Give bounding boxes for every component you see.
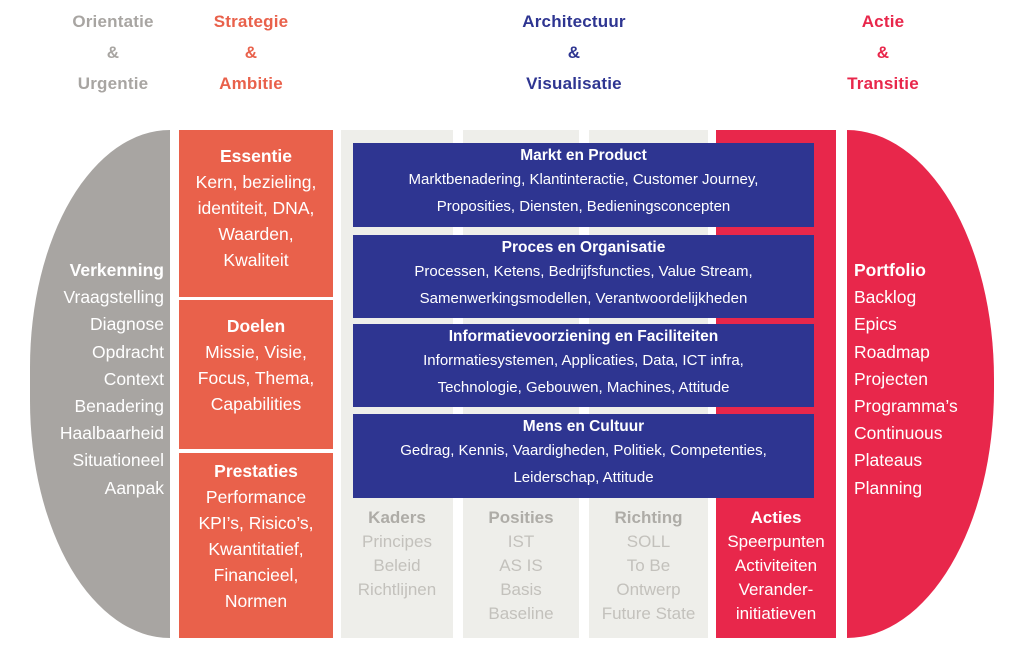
verkenning-item: Benadering	[74, 396, 164, 417]
acties-item: Activiteiten	[734, 556, 818, 575]
prestaties-line: Financieel,	[213, 565, 299, 585]
portfolio-item: Continuous	[854, 423, 943, 444]
band-line: Processen, Ketens, Bedrijfsfuncties, Val…	[414, 263, 753, 280]
verkenning-item: Context	[103, 368, 164, 389]
portfolio-item: Programma’s	[854, 396, 958, 417]
band-markt-en-product: Markt en Product Marktbenadering, Klanti…	[353, 143, 814, 227]
doelen-box	[179, 300, 333, 449]
band-title: Markt en Product	[520, 147, 647, 164]
band-line: Gedrag, Kennis, Vaardigheden, Politiek, …	[400, 442, 767, 459]
doelen-line: Missie, Visie,	[205, 342, 307, 362]
kaders-item: Richtlijnen	[357, 580, 437, 599]
band-line: Proposities, Diensten, Bedieningsconcept…	[436, 198, 731, 215]
acties-item: Verander-	[738, 580, 814, 599]
posities-item: Basis	[500, 580, 542, 599]
band-proces-en-organisatie: Proces en Organisatie Processen, Ketens,…	[353, 235, 814, 318]
essentie-line: Kwaliteit	[223, 250, 289, 270]
essentie-line: Waarden,	[218, 224, 294, 244]
essentie-line: identiteit, DNA,	[197, 198, 315, 218]
posities-text: Posities IST AS IS Basis Baseline	[459, 506, 583, 626]
prestaties-line: Normen	[224, 591, 288, 611]
band-title: Mens en Cultuur	[522, 418, 645, 435]
portfolio-title: Portfolio	[854, 260, 926, 280]
prestaties-line: Kwantitatief,	[208, 539, 304, 559]
posities-item: Baseline	[488, 604, 554, 623]
verkenning-text: Verkenning Vraagstelling Diagnose Opdrac…	[30, 257, 164, 502]
kaders-item: Principes	[362, 532, 432, 551]
header-architectuur-line1: Architectuur	[522, 12, 626, 31]
kaders-title: Kaders	[368, 508, 426, 527]
kaders-item: Beleid	[373, 556, 421, 575]
essentie-box	[179, 130, 333, 297]
essentie-title: Essentie	[220, 146, 292, 166]
band-title: Proces en Organisatie	[501, 239, 666, 256]
prestaties-title: Prestaties	[214, 461, 298, 481]
doelen-line: Capabilities	[210, 394, 302, 414]
header-actie-line1: Actie	[861, 12, 905, 31]
doelen-line: Focus, Thema,	[197, 368, 315, 388]
posities-item: AS IS	[499, 556, 543, 575]
essentie-text: Essentie Kern, bezieling, identiteit, DN…	[179, 143, 333, 273]
posities-title: Posities	[488, 508, 554, 527]
richting-item: Future State	[601, 604, 696, 623]
header-orientatie-line3: Urgentie	[77, 74, 149, 93]
header-architectuur-line2: &	[567, 43, 581, 62]
header-orientatie-line2: &	[106, 43, 120, 62]
header-strategie-line1: Strategie	[213, 12, 289, 31]
header-actie-line3: Transitie	[847, 74, 919, 93]
verkenning-item: Diagnose	[90, 314, 164, 335]
header-orientatie: Orientatie & Urgentie	[48, 6, 178, 99]
portfolio-item: Roadmap	[854, 341, 930, 362]
verkenning-item: Aanpak	[104, 477, 164, 498]
band-informatievoorziening: Informatievoorziening en Faciliteiten In…	[353, 324, 814, 407]
richting-title: Richting	[614, 508, 683, 527]
richting-item: SOLL	[626, 532, 671, 551]
kaders-text: Kaders Principes Beleid Richtlijnen	[337, 506, 457, 602]
verkenning-item: Vraagstelling	[63, 287, 164, 308]
header-strategie: Strategie & Ambitie	[186, 6, 316, 99]
verkenning-item: Situationeel	[72, 450, 164, 471]
band-line: Marktbenadering, Klantinteractie, Custom…	[408, 171, 759, 188]
portfolio-item: Projecten	[854, 368, 928, 389]
essentie-line: Kern, bezieling,	[195, 172, 317, 192]
header-actie-line2: &	[876, 43, 890, 62]
header-orientatie-line1: Orientatie	[72, 12, 154, 31]
portfolio-item: Plateaus	[854, 450, 923, 471]
acties-item: Speerpunten	[727, 532, 825, 551]
band-mens-en-cultuur: Mens en Cultuur Gedrag, Kennis, Vaardigh…	[353, 414, 814, 498]
verkenning-title: Verkenning	[69, 260, 164, 280]
prestaties-text: Prestaties Performance KPI’s, Risico’s, …	[179, 458, 333, 614]
richting-item: Ontwerp	[616, 580, 681, 599]
band-line: Informatiesystemen, Applicaties, Data, I…	[423, 352, 744, 369]
header-strategie-line2: &	[244, 43, 258, 62]
acties-text: Acties Speerpunten Activiteiten Verander…	[712, 506, 840, 626]
band-line: Samenwerkingsmodellen, Verantwoordelijkh…	[419, 290, 748, 307]
header-strategie-line3: Ambitie	[219, 74, 283, 93]
acties-title: Acties	[750, 508, 802, 527]
portfolio-item: Backlog	[854, 287, 917, 308]
prestaties-line: Performance	[205, 487, 307, 507]
verkenning-item: Haalbaarheid	[59, 423, 164, 444]
verkenning-item: Opdracht	[92, 341, 164, 362]
header-architectuur: Architectuur & Visualisatie	[489, 6, 659, 99]
header-actie: Actie & Transitie	[818, 6, 948, 99]
richting-text: Richting SOLL To Be Ontwerp Future State	[585, 506, 712, 626]
prestaties-box	[179, 453, 333, 638]
doelen-title: Doelen	[226, 316, 286, 336]
portfolio-text: Portfolio Backlog Epics Roadmap Projecte…	[854, 257, 990, 502]
posities-item: IST	[507, 532, 535, 551]
doelen-text: Doelen Missie, Visie, Focus, Thema, Capa…	[179, 313, 333, 417]
richting-item: To Be	[626, 556, 671, 575]
band-line: Leiderschap, Attitude	[513, 469, 654, 486]
portfolio-item: Planning	[854, 477, 923, 498]
band-title: Informatievoorziening en Faciliteiten	[448, 328, 719, 345]
header-architectuur-line3: Visualisatie	[526, 74, 622, 93]
portfolio-item: Epics	[854, 314, 897, 335]
band-line: Technologie, Gebouwen, Machines, Attitud…	[437, 379, 730, 396]
prestaties-line: KPI’s, Risico’s,	[198, 513, 314, 533]
acties-item: initiatieven	[735, 604, 817, 623]
